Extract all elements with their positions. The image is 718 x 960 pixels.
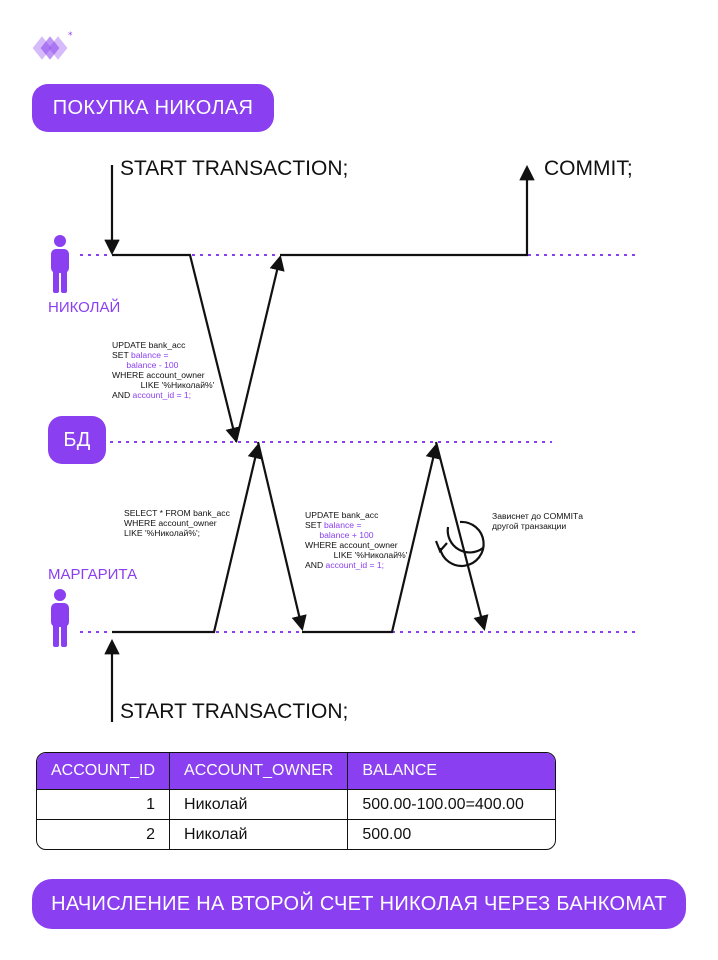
margarita-path-1 bbox=[112, 443, 263, 634]
cell-balance: 500.00-100.00=400.00 bbox=[348, 790, 555, 820]
wait-cycle-icon bbox=[434, 520, 485, 568]
table-row: 2 Николай 500.00 bbox=[37, 820, 555, 849]
column-header-account-id: ACCOUNT_ID bbox=[37, 753, 171, 790]
table-row: 1 Николай 500.00-100.00=400.00 bbox=[37, 790, 555, 820]
brand-logo-icon: * bbox=[32, 31, 73, 60]
person-icon-nikolay bbox=[51, 235, 69, 293]
query-margarita-select: SELECT * FROM bank_acc WHERE account_own… bbox=[124, 508, 230, 538]
svg-text:*: * bbox=[68, 31, 73, 41]
column-header-account-owner: ACCOUNT_OWNER bbox=[170, 753, 349, 790]
footer-title: НАЧИСЛЕНИЕ НА ВТОРОЙ СЧЕТ НИКОЛАЯ ЧЕРЕЗ … bbox=[32, 879, 686, 929]
query-nikolay-update: UPDATE bank_acc SET balance = balance - … bbox=[112, 340, 215, 400]
cell-account-id: 1 bbox=[37, 790, 171, 820]
start-transaction-top-label: START TRANSACTION; bbox=[120, 157, 349, 180]
nikolay-path-end bbox=[280, 164, 535, 257]
query-margarita-update: UPDATE bank_acc SET balance = balance + … bbox=[305, 510, 408, 570]
arrow-db-to-margarita-1 bbox=[256, 441, 307, 631]
arrow-db-to-margarita-2 bbox=[434, 441, 489, 631]
actor-label-nikolay: НИКОЛАЙ bbox=[48, 299, 121, 316]
cell-account-owner: Николай bbox=[170, 790, 349, 820]
arrow-db-to-nikolay bbox=[234, 255, 285, 443]
wait-note: Зависнет до COMMITа другой транзакции bbox=[492, 511, 584, 531]
cell-account-id: 2 bbox=[37, 820, 171, 849]
page-title: ПОКУПКА НИКОЛАЯ bbox=[32, 84, 274, 132]
cell-account-owner: Николай bbox=[170, 820, 349, 849]
column-header-balance: BALANCE bbox=[348, 753, 555, 790]
actor-label-margarita: МАРГАРИТА bbox=[48, 566, 138, 583]
cell-balance: 500.00 bbox=[362, 825, 412, 843]
accounts-table: ACCOUNT_ID ACCOUNT_OWNER BALANCE 1 Никол… bbox=[36, 752, 556, 850]
commit-label: COMMIT; bbox=[544, 157, 633, 180]
start-transaction-bottom-label: START TRANSACTION; bbox=[120, 700, 349, 723]
db-label: БД bbox=[48, 416, 106, 464]
person-icon-margarita bbox=[51, 589, 69, 647]
table-header-row: ACCOUNT_ID ACCOUNT_OWNER BALANCE bbox=[37, 753, 555, 790]
